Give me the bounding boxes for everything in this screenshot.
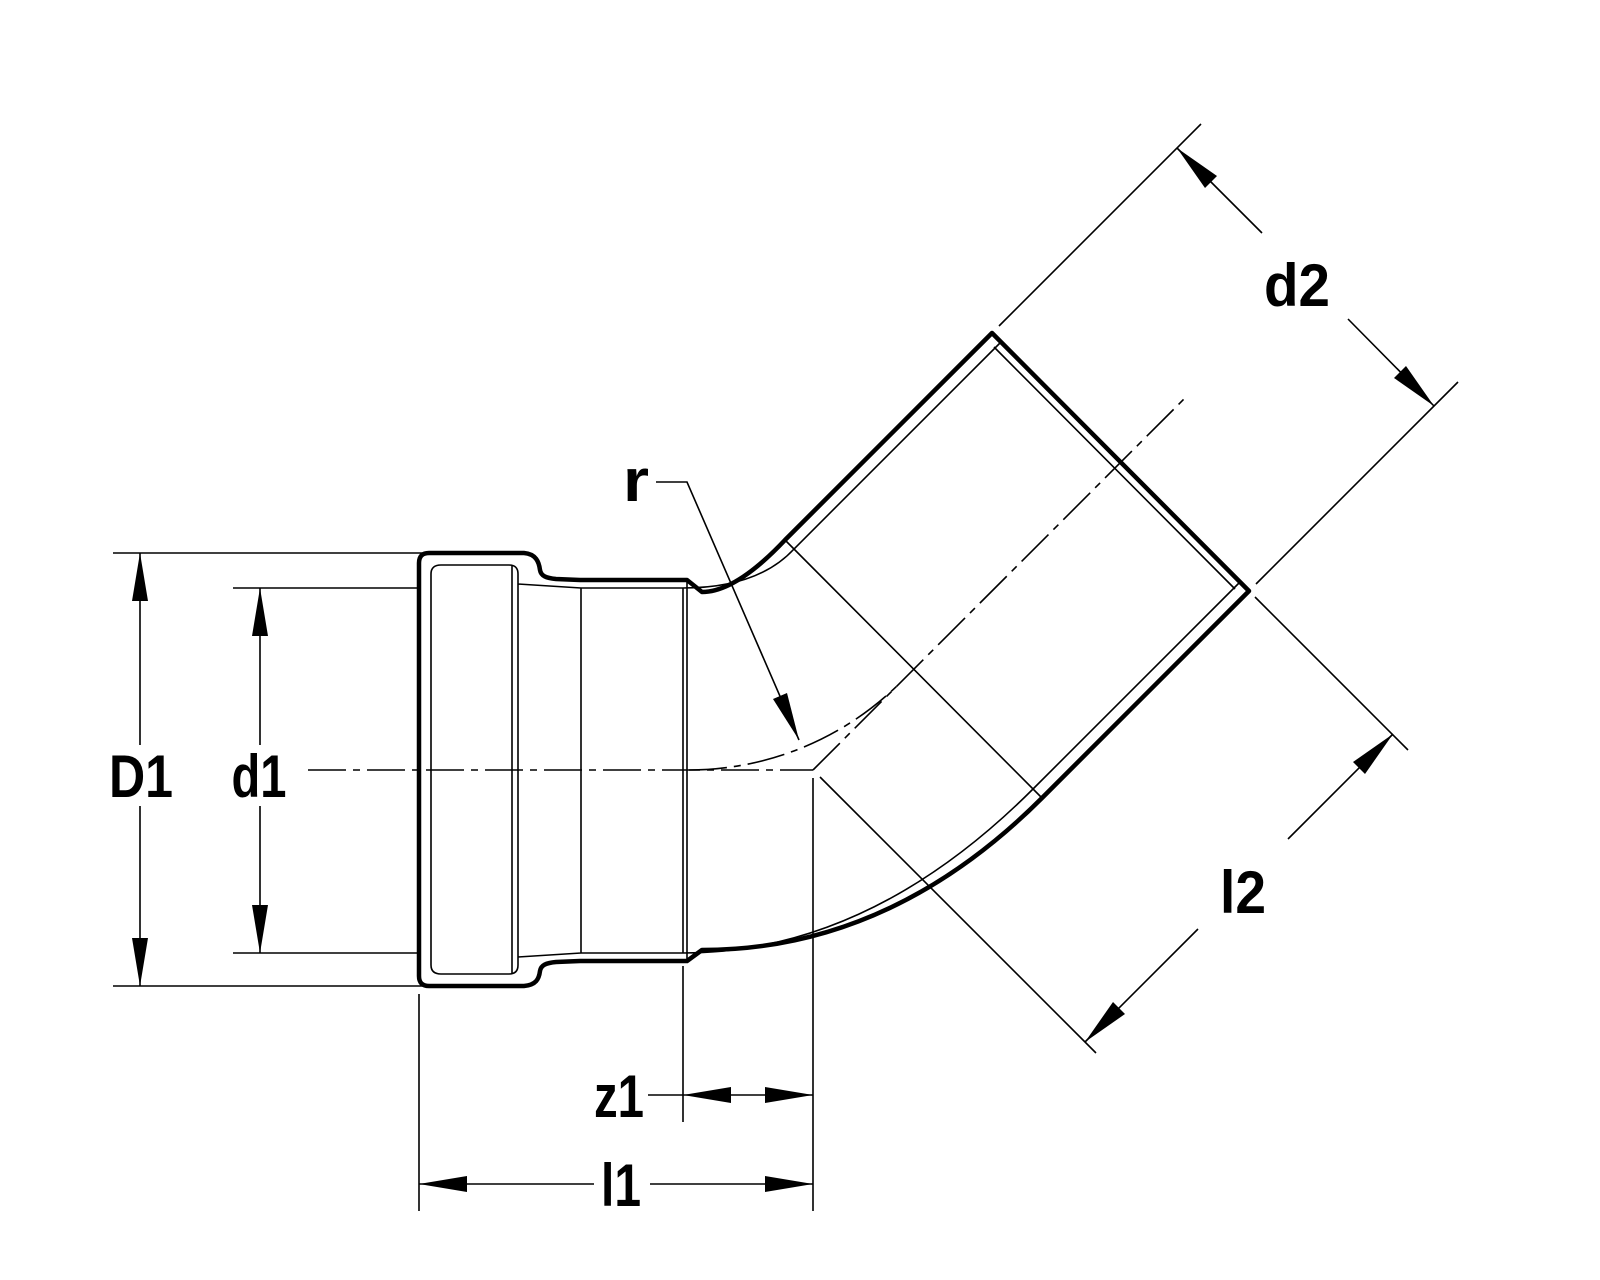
- dim-z1-arrow-left: [683, 1087, 731, 1103]
- dim-D1-arrow-bottom: [132, 938, 148, 986]
- centerline-bend-radius-arc: [688, 681, 902, 771]
- dim-d1-arrow-top: [252, 588, 268, 636]
- dim-l1-arrow-right: [765, 1176, 813, 1192]
- dim-d2-arrow-lower: [1394, 366, 1434, 406]
- dim-d1-extension-lines: [233, 587, 419, 954]
- dim-D1-extension-lines: [113, 552, 429, 987]
- dim-l2-arrow-upper: [1353, 734, 1393, 774]
- dim-label-l1: l1: [601, 1152, 641, 1219]
- pipe-inner-wall-lines: [682, 341, 1241, 954]
- dim-z1-extension-lines: [682, 778, 814, 1211]
- leader-r-arrow: [773, 693, 799, 740]
- centerline-angled: [812, 394, 1189, 771]
- dim-l1-arrow-left: [419, 1176, 467, 1192]
- dim-label-l2: l2: [1220, 859, 1266, 926]
- dim-l2-arrow-lower: [1085, 1002, 1125, 1042]
- dim-d1-arrow-bottom: [252, 905, 268, 953]
- dim-label-r: r: [623, 447, 649, 514]
- dim-l2-extension-lines: [819, 596, 1409, 1054]
- leader-r-line: [656, 481, 800, 741]
- dim-d2-arrow-upper: [1177, 148, 1217, 188]
- dim-label-d2: d2: [1264, 252, 1330, 319]
- dim-D1-arrow-top: [132, 553, 148, 601]
- dim-label-d1: d1: [232, 743, 287, 810]
- dim-d2-extension-lines: [998, 123, 1459, 585]
- fitting-outer-profile: [416, 330, 1252, 989]
- dim-label-z1: z1: [594, 1063, 644, 1130]
- dim-z1-arrow-right: [765, 1087, 813, 1103]
- dim-label-D1: D1: [109, 743, 173, 810]
